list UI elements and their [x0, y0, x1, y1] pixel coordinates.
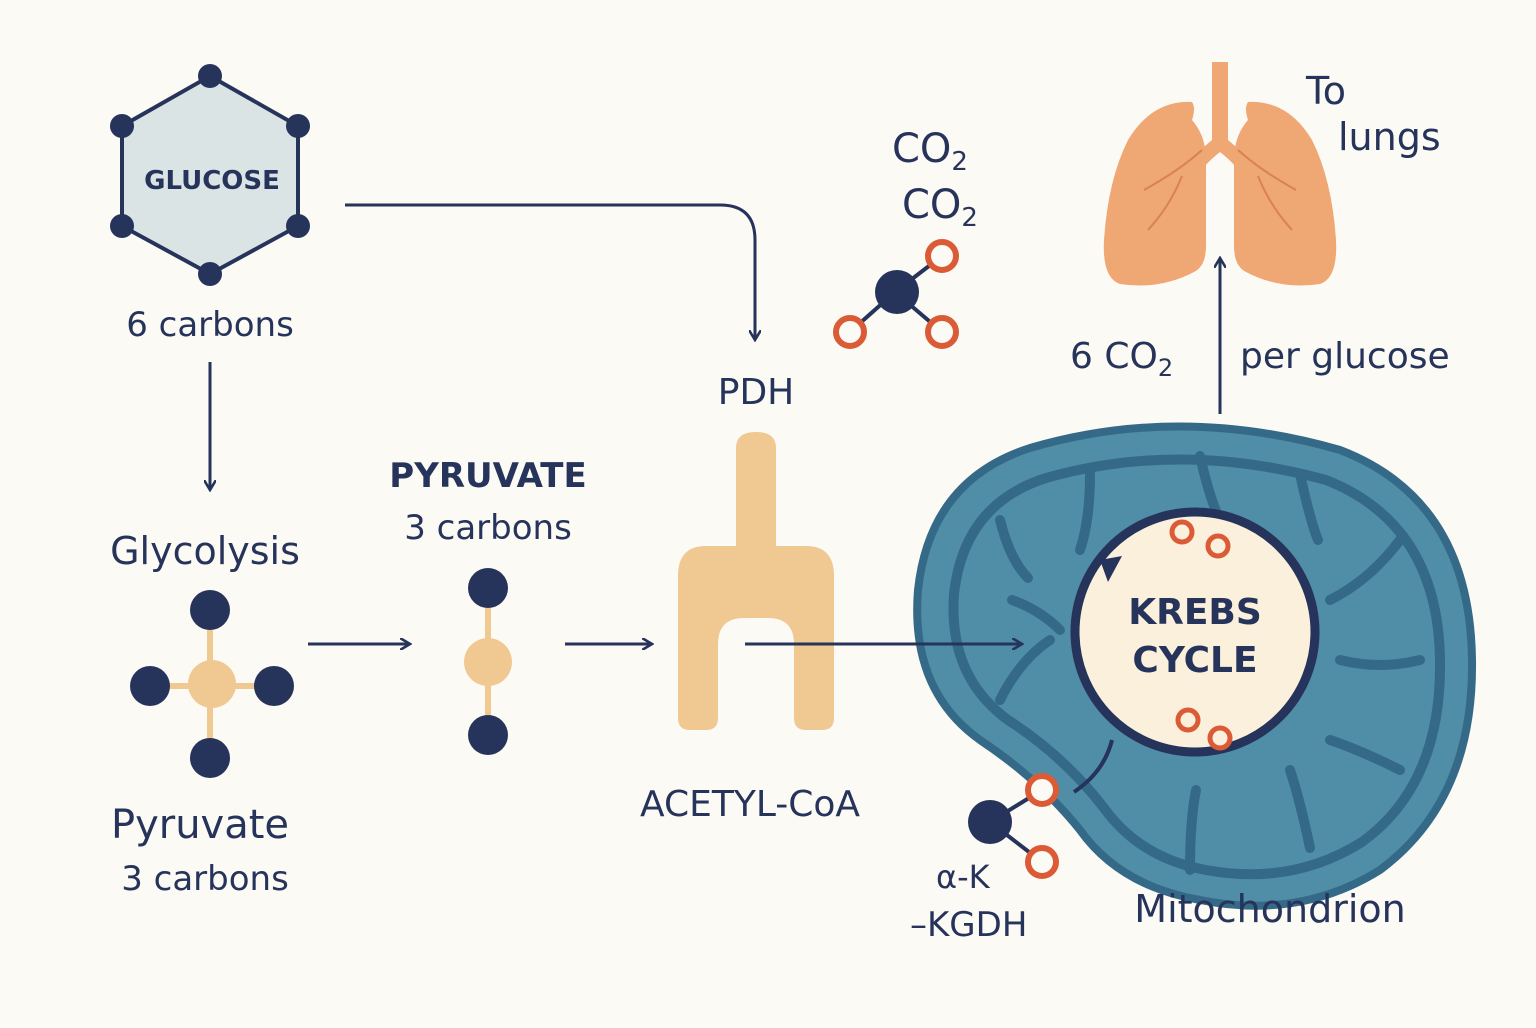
- alpha-k-label: α-K: [936, 858, 991, 896]
- pyruvate-mid-carbons: 3 carbons: [404, 508, 572, 548]
- glycolysis-label: Glycolysis: [110, 529, 300, 573]
- pyruvate-chain-molecule: [464, 568, 512, 755]
- glucose-molecule: GLUCOSE: [110, 64, 310, 286]
- kgdh-co2-molecule: [968, 773, 1059, 879]
- to-lungs-label-2: lungs: [1338, 115, 1441, 159]
- lungs-icon: [1103, 62, 1337, 286]
- co2-molecule: [833, 239, 959, 349]
- mitochondrion-label: Mitochondrion: [1134, 887, 1405, 931]
- pyruvate-left-carbons: 3 carbons: [121, 859, 289, 899]
- krebs-cycle-circle: [1070, 507, 1320, 757]
- kgdh-connector: [1072, 739, 1114, 794]
- co2-label-2: CO2: [902, 182, 978, 233]
- to-lungs-label-1: To: [1305, 69, 1346, 113]
- mitochondrion-cristae: [995, 451, 1425, 875]
- co2-label-1: CO2: [892, 126, 968, 177]
- krebs-cycle-arrowhead: [1100, 556, 1122, 582]
- acetyl-coa-label: ACETYL-CoA: [640, 784, 860, 825]
- pdh-enzyme-shape: [678, 432, 834, 730]
- kgdh-label: –KGDH: [910, 905, 1027, 945]
- krebs-label-1: KREBS: [1128, 592, 1262, 633]
- per-glucose-label: per glucose: [1240, 336, 1450, 377]
- pyruvate-mid-label: PYRUVATE: [389, 456, 586, 496]
- glucose-label: GLUCOSE: [144, 166, 280, 196]
- pyruvate-left-label: Pyruvate: [111, 802, 289, 848]
- arrow-glucose-to-pdh: [345, 203, 755, 340]
- six-co2-label: 6 CO2: [1070, 336, 1173, 382]
- mitochondrion-inner-membrane: [948, 454, 1446, 880]
- pdh-label: PDH: [718, 372, 795, 413]
- krebs-co2-dots: [1169, 519, 1233, 751]
- krebs-label-2: CYCLE: [1132, 640, 1257, 681]
- glucose-carbon-count: 6 carbons: [126, 305, 294, 345]
- pyruvate-cross-molecule: [130, 590, 294, 778]
